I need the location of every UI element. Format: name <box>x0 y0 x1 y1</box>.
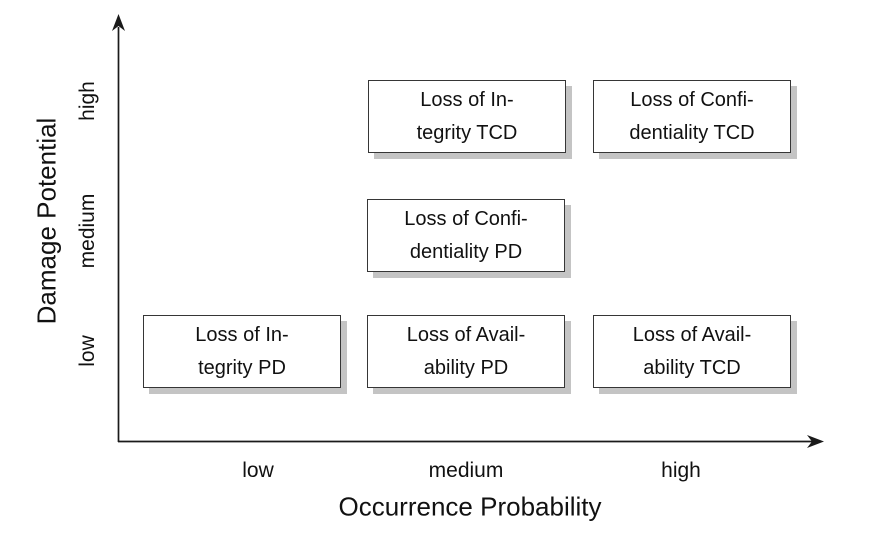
node-loss-of-availability-tcd: Loss of Avail- ability TCD <box>593 315 791 388</box>
x-axis-title: Occurrence Probability <box>338 491 602 522</box>
node-text-line: Loss of In- <box>195 323 289 346</box>
node-loss-of-integrity-pd: Loss of In- tegrity PD <box>143 315 341 388</box>
node-text-line: tegrity TCD <box>416 121 518 144</box>
node-text-line: Loss of Confi- <box>630 88 754 111</box>
node-loss-of-confidentiality-tcd: Loss of Confi- dentiality TCD <box>593 80 791 153</box>
node-loss-of-integrity-tcd: Loss of In- tegrity TCD <box>368 80 566 153</box>
y-axis-title: Damage Potential <box>31 117 62 325</box>
y-tick-high: high <box>76 81 99 121</box>
y-axis-arrowhead-icon <box>112 14 125 31</box>
node-text-line: Loss of Confi- <box>404 207 528 230</box>
node-text-line: tegrity PD <box>198 356 286 379</box>
node-loss-of-availability-pd: Loss of Avail- ability PD <box>367 315 565 388</box>
node-text-line: dentiality TCD <box>629 121 755 144</box>
x-tick-high: high <box>661 459 701 482</box>
node-text-line: Loss of Avail- <box>406 323 526 346</box>
node-text-line: dentiality PD <box>409 240 523 263</box>
x-tick-medium: medium <box>428 459 504 482</box>
node-text-line: Loss of In- <box>420 88 514 111</box>
node-text-line: Loss of Avail- <box>632 323 752 346</box>
node-text-line: ability PD <box>423 356 509 379</box>
x-axis-arrowhead-icon <box>807 435 824 448</box>
y-tick-low: low <box>76 335 99 367</box>
y-tick-medium: medium <box>76 193 99 269</box>
node-loss-of-confidentiality-pd: Loss of Confi- dentiality PD <box>367 199 565 272</box>
node-text-line: ability TCD <box>643 356 741 379</box>
x-tick-low: low <box>242 459 274 482</box>
